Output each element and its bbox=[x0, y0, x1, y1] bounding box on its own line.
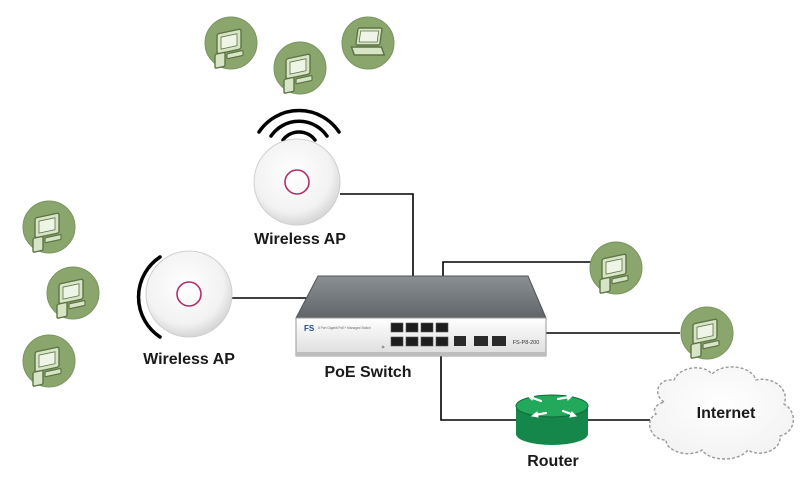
switch-sfp-port bbox=[454, 336, 466, 346]
switch-port bbox=[390, 336, 404, 347]
client-device-icon bbox=[46, 266, 100, 320]
switch-port bbox=[420, 336, 434, 347]
switch-port bbox=[405, 336, 419, 347]
switch-ports bbox=[390, 322, 449, 347]
poe-switch: FS 8 Port Gigabit PoE+ Managed Switch FS… bbox=[295, 275, 547, 381]
wireless-ap-left: Wireless AP bbox=[143, 250, 235, 368]
client-device-icon bbox=[22, 334, 76, 388]
label-router: Router bbox=[527, 453, 579, 470]
switch-port bbox=[390, 322, 404, 333]
switch-port bbox=[435, 336, 449, 347]
label-ap-left: Wireless AP bbox=[143, 351, 235, 368]
client-device-icon bbox=[204, 16, 258, 70]
switch-port bbox=[420, 322, 434, 333]
client-device-icon bbox=[273, 41, 327, 95]
client-device-icon bbox=[589, 241, 643, 295]
wifi-signal-icon bbox=[257, 108, 341, 142]
label-ap-top: Wireless AP bbox=[254, 231, 346, 248]
client-device-icon bbox=[22, 200, 76, 254]
wireless-ap-top: Wireless AP bbox=[253, 138, 346, 248]
switch-top-surface bbox=[295, 275, 547, 319]
wireless-ap-icon bbox=[145, 250, 233, 338]
internet-cloud-icon bbox=[648, 366, 794, 460]
cable-switch-to-router bbox=[440, 345, 517, 421]
internet-cloud: Internet bbox=[648, 366, 794, 460]
switch-sfp-port bbox=[474, 336, 488, 346]
switch-model-text: FS-P8-200 bbox=[513, 340, 540, 346]
switch-port bbox=[435, 322, 449, 333]
client-device-icon bbox=[680, 306, 734, 360]
switch-port bbox=[405, 322, 419, 333]
laptop-icon bbox=[341, 16, 395, 70]
switch-sfp-port bbox=[492, 336, 506, 346]
router-icon bbox=[515, 394, 589, 445]
label-internet: Internet bbox=[697, 405, 756, 422]
label-switch: PoE Switch bbox=[324, 364, 411, 381]
switch-panel-text: 8 Port Gigabit PoE+ Managed Switch bbox=[318, 326, 371, 330]
router: Router bbox=[515, 394, 589, 470]
wireless-ap-icon bbox=[253, 138, 341, 226]
switch-brand-logo: FS bbox=[304, 324, 315, 333]
